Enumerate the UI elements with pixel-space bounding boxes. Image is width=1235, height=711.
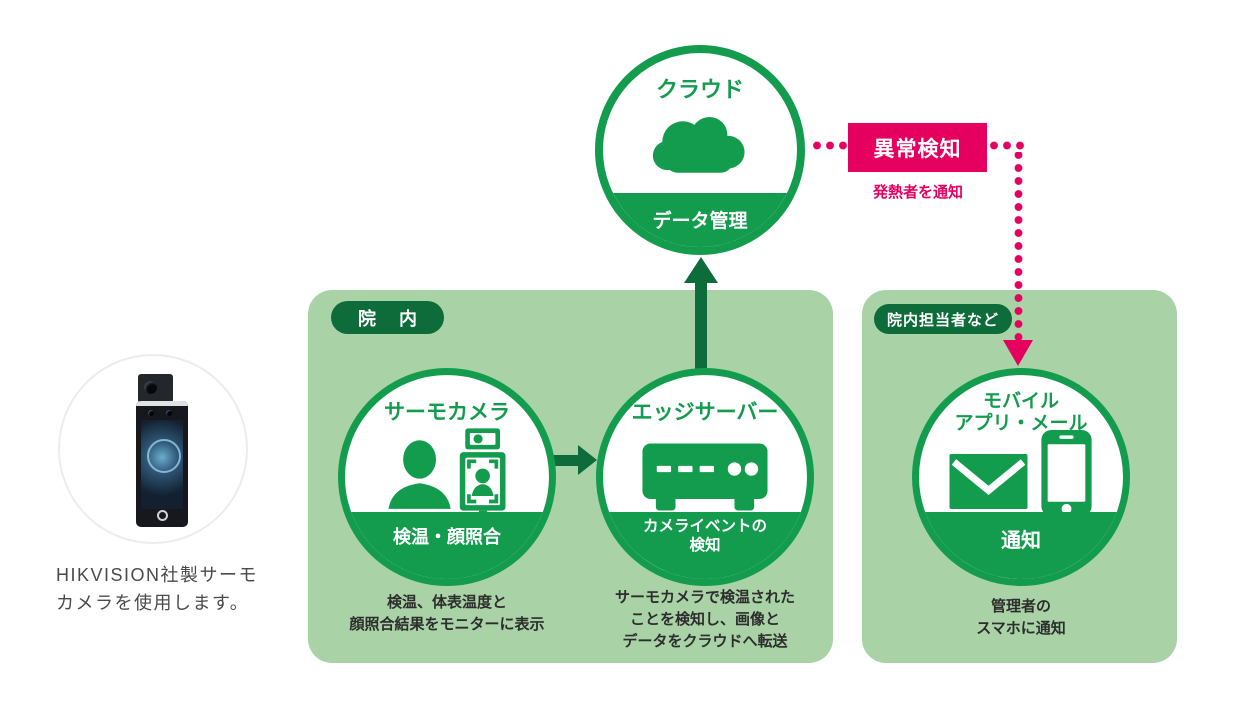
hospital-panel-label: 院 内 <box>331 301 445 334</box>
device-screen <box>141 420 183 509</box>
device-caption-line2: カメラを使用します。 <box>56 592 250 613</box>
device-photo-caption: HIKVISION社製サーモ カメラを使用します。 <box>56 562 306 618</box>
thermo-camera-node-title: サーモカメラ <box>384 401 510 424</box>
thermo-camera-node: サーモカメラ 検温・顔照合 <box>338 368 556 586</box>
edge-server-node: エッジサーバー カメライベントの 検知 <box>596 368 814 586</box>
cloud-node-title: クラウド <box>655 77 744 102</box>
person-and-monitor-icon <box>383 421 511 529</box>
mobile-node-caption: 通知 <box>1001 529 1041 552</box>
upload-arrow-stem <box>695 281 707 373</box>
alert-dotted-line-right <box>989 141 1025 150</box>
fever-notify-label: 発熱者を通知 <box>872 184 963 201</box>
transfer-arrow-icon <box>578 445 597 475</box>
anomaly-detection-label: 異常検知 <box>873 137 962 161</box>
mobile-icons <box>949 429 1093 517</box>
mobile-app-mail-node: モバイル アプリ・メール 通知 <box>912 368 1130 586</box>
server-icon <box>638 439 772 516</box>
cloud-node-footer: データ管理 <box>603 192 797 247</box>
mail-icon <box>949 453 1028 509</box>
cloud-node-caption: データ管理 <box>652 210 748 232</box>
device-top-camera <box>138 374 173 403</box>
transfer-arrow-stem <box>551 455 579 466</box>
staff-panel-label: 院内担当者など <box>874 304 1013 334</box>
anomaly-detection-badge: 異常検知 <box>848 123 987 172</box>
upload-arrow-icon <box>684 257 718 283</box>
mobile-desc-line1: 管理者の <box>990 598 1051 615</box>
thermo-camera-node-footer: 検温・顔照合 <box>345 511 549 579</box>
mobile-app-mail-node-title: モバイル アプリ・メール <box>919 391 1123 435</box>
staff-panel-label-text: 院内担当者など <box>887 311 1000 329</box>
edge-server-description: サーモカメラで検温された ことを検知し、画像と データをクラウドへ転送 <box>565 587 845 652</box>
mobile-title-line2: アプリ・メール <box>954 412 1088 434</box>
thermo-desc-line2: 顔照合結果をモニターに表示 <box>349 615 545 633</box>
mobile-description: 管理者の スマホに通知 <box>881 596 1161 640</box>
device-home-button <box>156 510 168 521</box>
mobile-desc-line2: スマホに通知 <box>976 619 1066 637</box>
device-body <box>136 401 188 527</box>
smartphone-icon <box>1041 429 1092 517</box>
edge-desc-line3: データをクラウドへ転送 <box>622 632 788 650</box>
mobile-title-line1: モバイル <box>982 391 1059 412</box>
alert-dotted-line-left <box>811 141 849 150</box>
hospital-panel-label-text: 院 内 <box>358 308 427 329</box>
edge-server-node-caption-line1: カメライベントの <box>642 517 767 535</box>
device-top-band <box>136 401 188 406</box>
thermo-camera-device-photo <box>58 354 248 544</box>
edge-desc-line1: サーモカメラで検温された <box>614 589 795 606</box>
edge-desc-line2: ことを検知し、画像と <box>629 610 780 628</box>
thermo-camera-description: 検温、体表温度と 顔照合結果をモニターに表示 <box>307 592 587 636</box>
edge-server-node-caption-line2: 検知 <box>689 537 721 555</box>
cloud-node: クラウド データ管理 <box>595 45 805 255</box>
mobile-node-footer: 通知 <box>919 511 1123 579</box>
thermo-desc-line1: 検温、体表温度と <box>386 594 507 611</box>
edge-server-node-footer: カメライベントの 検知 <box>603 511 807 579</box>
edge-server-node-title: エッジサーバー <box>631 401 779 424</box>
notify-arrow-icon <box>1003 340 1033 366</box>
cloud-icon <box>644 111 756 183</box>
thermo-camera-node-caption: 検温・顔照合 <box>393 526 501 547</box>
alert-dotted-line-down <box>1014 152 1023 340</box>
device-caption-line1: HIKVISION社製サーモ <box>56 565 259 585</box>
